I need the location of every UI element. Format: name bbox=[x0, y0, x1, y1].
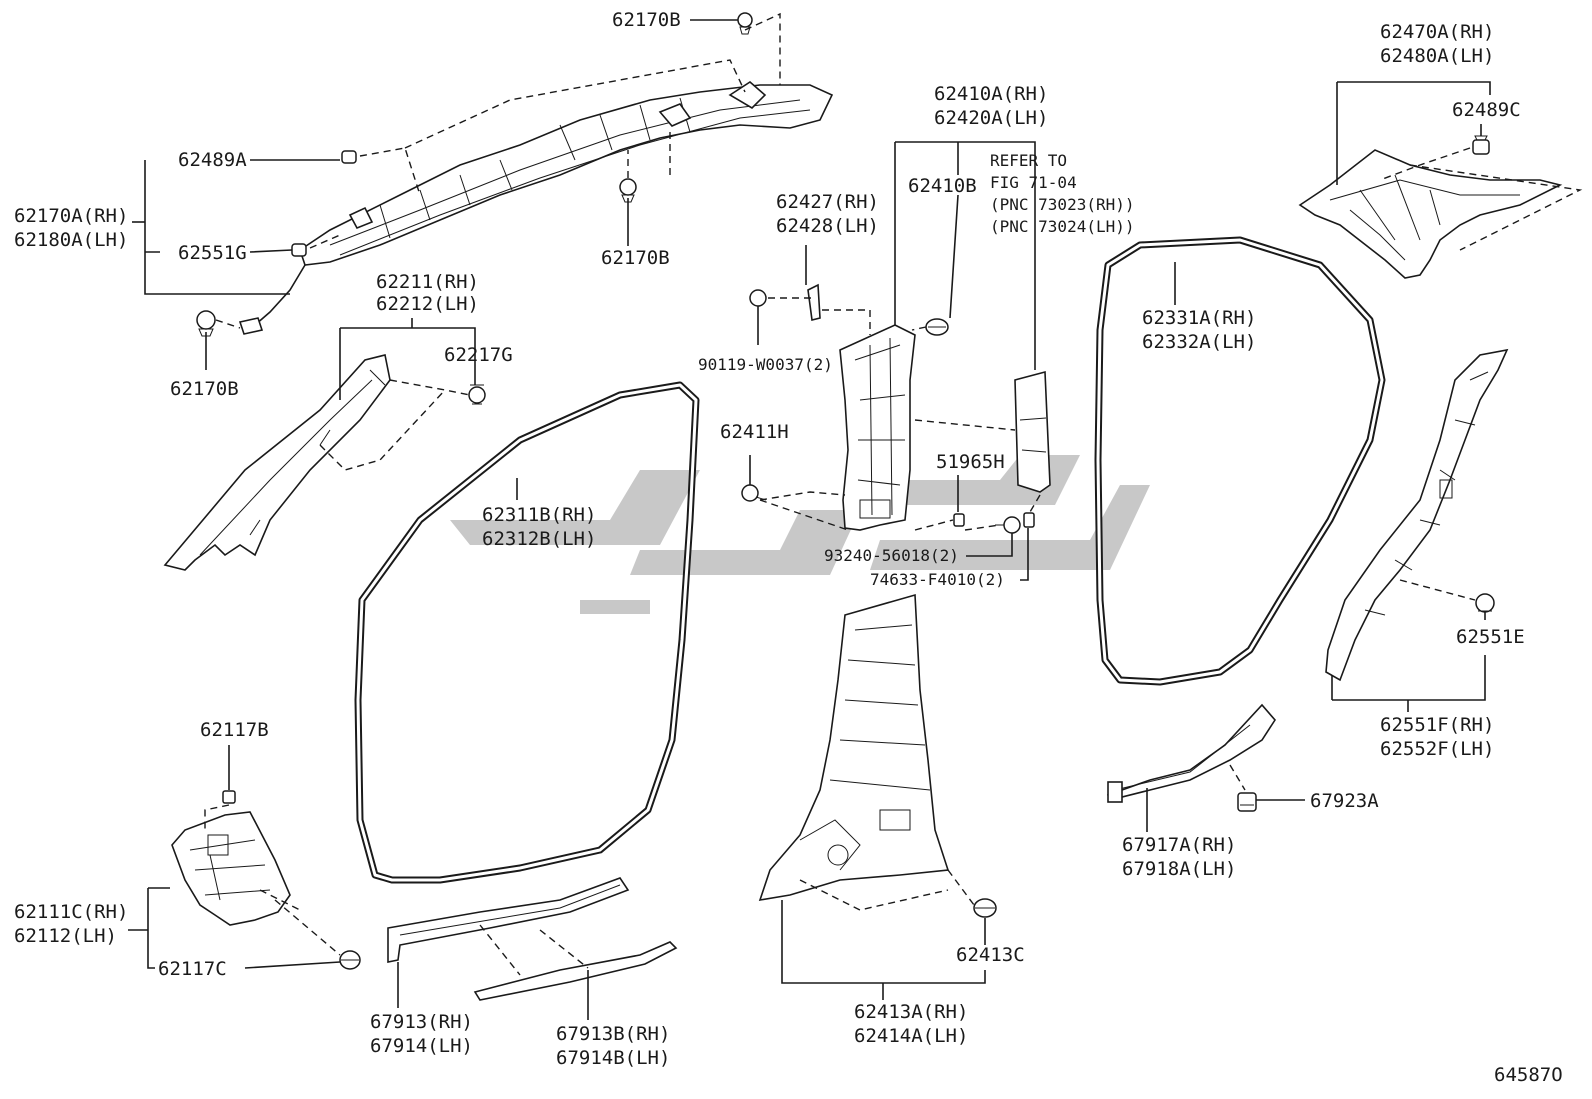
clip-62170B-mid bbox=[619, 178, 637, 203]
clip-90119 bbox=[749, 289, 767, 307]
label-62170B-top: 62170B bbox=[612, 9, 681, 31]
roof-side-garnish-part bbox=[238, 81, 834, 335]
bolt-93240 bbox=[995, 516, 1021, 534]
clip-51965H bbox=[953, 513, 965, 527]
label-62489A: 62489A bbox=[178, 149, 247, 171]
label-62420A: 62420A(LH) bbox=[934, 107, 1048, 129]
b-pillar-upper-garnish-part bbox=[839, 324, 916, 531]
label-62311B: 62311B(RH) bbox=[482, 504, 596, 526]
clip-62489C bbox=[1472, 135, 1490, 155]
label-74633: 74633-F4010(2) bbox=[870, 570, 1005, 589]
label-67918A: 67918A(LH) bbox=[1122, 858, 1236, 880]
front-door-weatherstrip-part bbox=[354, 381, 700, 884]
label-67917A: 67917A(RH) bbox=[1122, 834, 1236, 856]
label-67913: 67913(RH) bbox=[370, 1011, 473, 1033]
label-62551G: 62551G bbox=[178, 242, 247, 264]
clip-62117C bbox=[339, 950, 361, 970]
b-pillar-cover-part bbox=[1014, 370, 1051, 493]
label-62212: 62212(LH) bbox=[376, 293, 479, 315]
label-62411H: 62411H bbox=[720, 421, 789, 443]
clip-62117B bbox=[222, 790, 236, 804]
clip-62217G bbox=[468, 384, 486, 405]
label-62117C: 62117C bbox=[158, 958, 227, 980]
label-62551E: 62551E bbox=[1456, 626, 1525, 648]
refer-line-3: (PNC 73023(RH)) bbox=[990, 195, 1135, 214]
label-62413A: 62413A(RH) bbox=[854, 1001, 968, 1023]
label-62332A: 62332A(LH) bbox=[1142, 331, 1256, 353]
clip-62411H bbox=[741, 484, 767, 502]
label-62180A: 62180A(LH) bbox=[14, 229, 128, 251]
label-62211: 62211(RH) bbox=[376, 271, 479, 293]
clip-62170B-left bbox=[196, 310, 216, 337]
c-pillar-garnish-part bbox=[1298, 149, 1563, 279]
label-62552F: 62552F(LH) bbox=[1380, 738, 1494, 760]
rear-scuff-plate-part bbox=[1106, 703, 1276, 803]
label-62470A: 62470A(RH) bbox=[1380, 21, 1494, 43]
part-labels: 62170B 62489A 62170A(RH) 62180A(LH) 6255… bbox=[14, 9, 1563, 1086]
refer-line-1: REFER TO bbox=[990, 151, 1067, 170]
refer-line-4: (PNC 73024(LH)) bbox=[990, 217, 1135, 236]
clip-62551G bbox=[291, 243, 307, 257]
clip-62170B-top bbox=[737, 12, 753, 35]
bracket-62427 bbox=[807, 283, 821, 321]
clip-67923A bbox=[1237, 792, 1257, 812]
figure-code: 64587O bbox=[1494, 1064, 1563, 1086]
clip-62413C bbox=[973, 898, 997, 918]
label-62170A: 62170A(RH) bbox=[14, 205, 128, 227]
rear-door-weatherstrip-part bbox=[1094, 236, 1386, 686]
front-scuff-plate-part bbox=[387, 877, 630, 963]
clip-62410B bbox=[925, 318, 949, 336]
label-90119: 90119-W0037(2) bbox=[698, 355, 833, 374]
front-scuff-plate-cover-part bbox=[473, 941, 678, 1001]
label-62489C: 62489C bbox=[1452, 99, 1521, 121]
label-62331A: 62331A(RH) bbox=[1142, 307, 1256, 329]
b-pillar-lower-garnish-part bbox=[758, 593, 950, 902]
label-62170B-mid: 62170B bbox=[601, 247, 670, 269]
refer-line-2: FIG 71-04 bbox=[990, 173, 1077, 192]
clip-62489A bbox=[341, 150, 357, 164]
label-62217G: 62217G bbox=[444, 344, 513, 366]
label-62111C: 62111C(RH) bbox=[14, 901, 128, 923]
label-62312B: 62312B(LH) bbox=[482, 528, 596, 550]
clip-62551E bbox=[1475, 593, 1495, 613]
label-67923A: 67923A bbox=[1310, 790, 1379, 812]
label-62410B: 62410B bbox=[908, 175, 977, 197]
label-62427: 62427(RH) bbox=[776, 191, 879, 213]
label-62410A: 62410A(RH) bbox=[934, 83, 1048, 105]
label-62480A: 62480A(LH) bbox=[1380, 45, 1494, 67]
label-62112: 62112(LH) bbox=[14, 925, 117, 947]
label-67914B: 67914B(LH) bbox=[556, 1047, 670, 1069]
label-62170B-left: 62170B bbox=[170, 378, 239, 400]
label-62117B: 62117B bbox=[200, 719, 269, 741]
quarter-trim-part bbox=[1325, 348, 1509, 682]
label-62428: 62428(LH) bbox=[776, 215, 879, 237]
label-93240: 93240-56018(2) bbox=[824, 546, 959, 565]
label-62414A: 62414A(LH) bbox=[854, 1025, 968, 1047]
label-62413C: 62413C bbox=[956, 944, 1025, 966]
label-51965H: 51965H bbox=[936, 451, 1005, 473]
label-67913B: 67913B(RH) bbox=[556, 1023, 670, 1045]
clip-74633 bbox=[1023, 512, 1035, 528]
label-67914: 67914(LH) bbox=[370, 1035, 473, 1057]
cowl-side-trim-part bbox=[171, 811, 291, 926]
label-62551F: 62551F(RH) bbox=[1380, 714, 1494, 736]
a-pillar-garnish-part bbox=[163, 354, 391, 571]
